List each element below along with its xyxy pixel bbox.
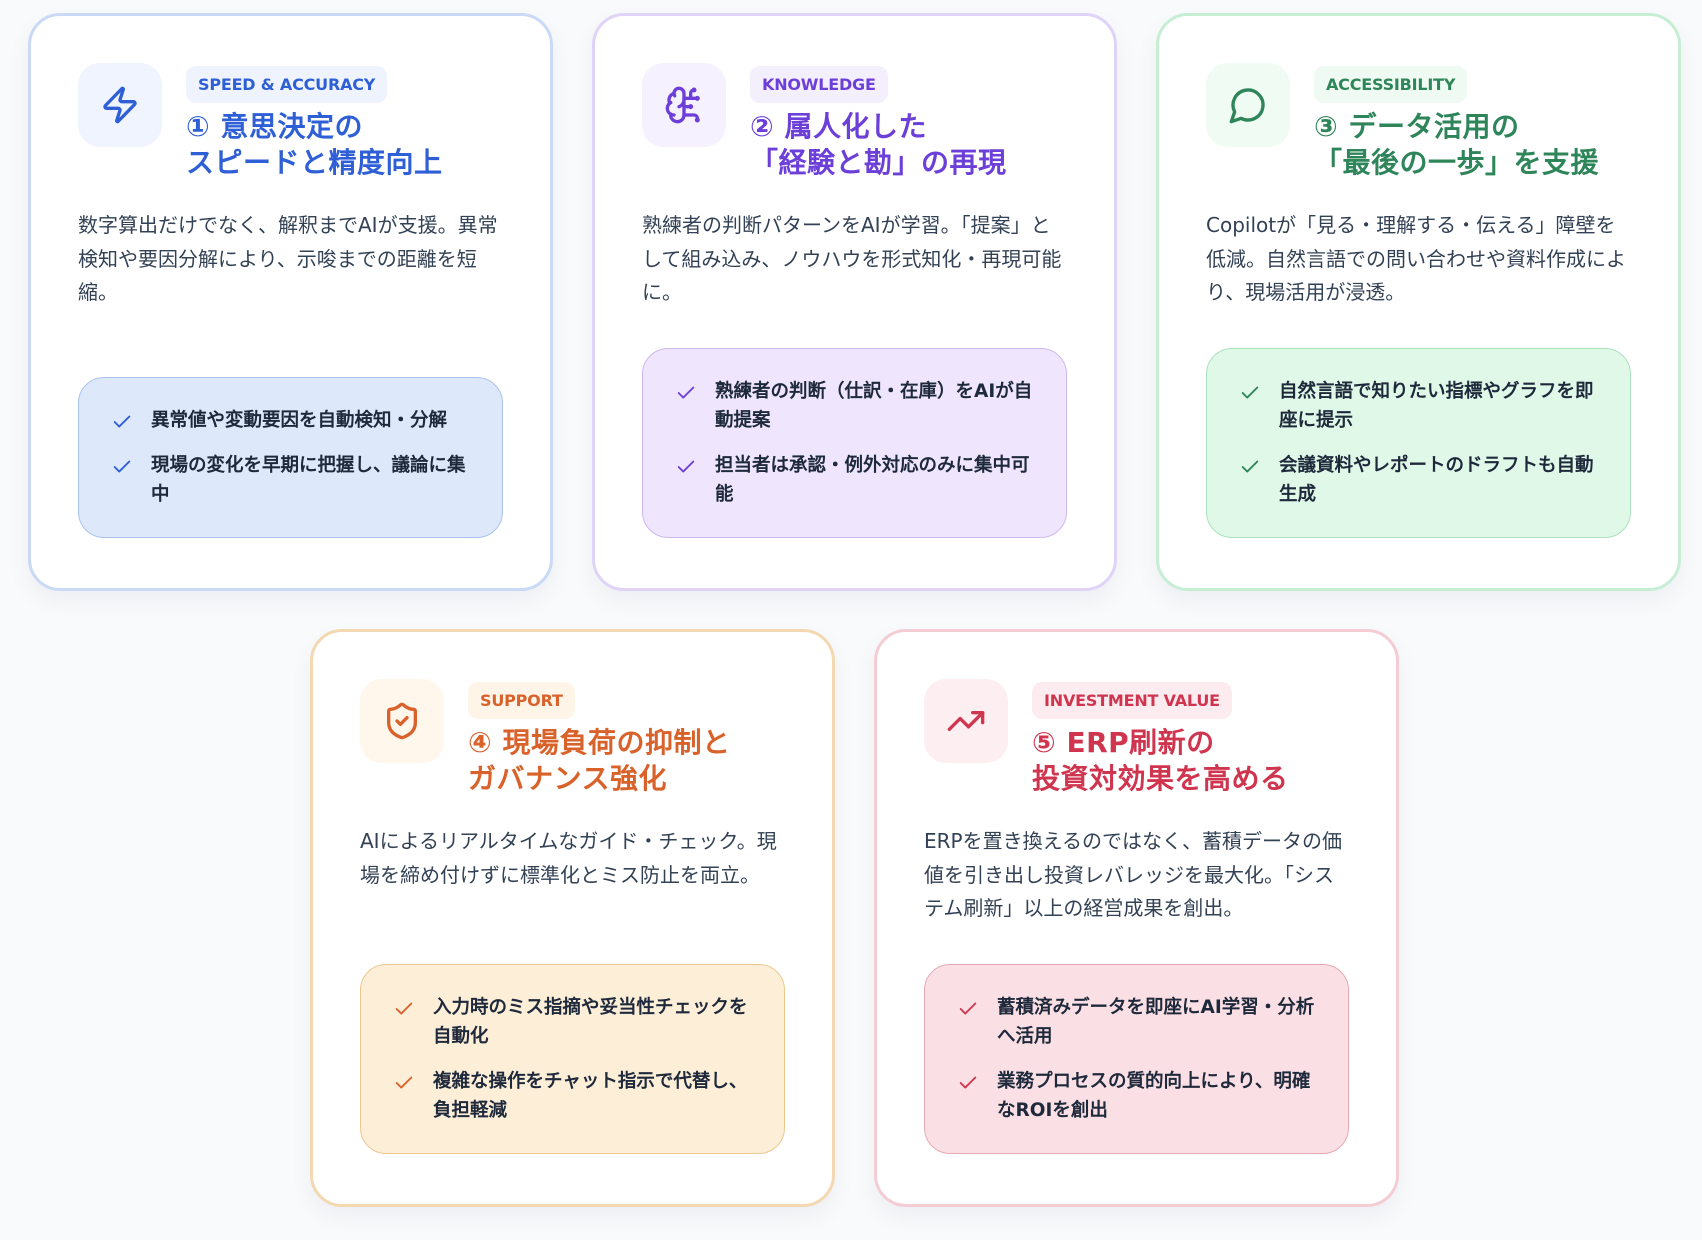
- card-description: 数字算出だけでなく、解釈までAIが支援。異常検知や要因分解により、示唆までの距離…: [78, 213, 498, 304]
- lightning-bolt-icon: [103, 86, 137, 124]
- check-icon: [1241, 460, 1259, 473]
- check-icon: [959, 1002, 977, 1015]
- benefits-panel: 蓄積済みデータを即座にAI学習・分析へ活用 業務プロセスの質的向上により、明確な…: [924, 964, 1349, 1154]
- check-icon: [395, 1076, 413, 1089]
- list-item-text: 複雑な操作をチャット指示で代替し、負担軽減: [433, 1071, 748, 1121]
- category-tag: INVESTMENT VALUE: [1032, 682, 1232, 719]
- list-item-text: 会議資料やレポートのドラフトも自動生成: [1279, 455, 1594, 505]
- card-title: ① 意思決定の スピードと精度向上: [186, 110, 443, 179]
- list-item: 異常値や変動要因を自動検知・分解: [111, 406, 472, 435]
- benefits-panel: 自然言語で知りたい指標やグラフを即座に提示 会議資料やレポートのドラフトも自動生…: [1206, 348, 1631, 538]
- list-item: 蓄積済みデータを即座にAI学習・分析へ活用: [957, 993, 1318, 1051]
- benefits-panel: 熟練者の判断（仕訳・在庫）をAIが自動提案 担当者は承認・例外対応のみに集中可能: [642, 348, 1067, 538]
- benefits-panel: 入力時のミス指摘や妥当性チェックを自動化 複雑な操作をチャット指示で代替し、負担…: [360, 964, 785, 1154]
- card-speed-accuracy: SPEED & ACCURACY ① 意思決定の スピードと精度向上 数字算出だ…: [28, 13, 553, 591]
- list-item: 会議資料やレポートのドラフトも自動生成: [1239, 451, 1600, 509]
- list-item: 業務プロセスの質的向上により、明確なROIを創出: [957, 1067, 1318, 1125]
- check-icon: [1241, 386, 1259, 399]
- card-description: Copilotが「見る・理解する・伝える」障壁を低減。自然言語での問い合わせや資…: [1206, 213, 1626, 304]
- category-tag: ACCESSIBILITY: [1314, 66, 1468, 103]
- category-tag: SUPPORT: [468, 682, 575, 719]
- card-header: KNOWLEDGE ② 属人化した 「経験と勘」の再現: [642, 63, 1067, 181]
- benefits-panel: 異常値や変動要因を自動検知・分解 現場の変化を早期に把握し、議論に集中: [78, 377, 503, 538]
- check-icon: [113, 415, 131, 428]
- category-tag: KNOWLEDGE: [750, 66, 888, 103]
- card-support: SUPPORT ④ 現場負荷の抑制と ガバナンス強化 AIによるリアルタイムなガ…: [310, 629, 835, 1207]
- icon-box: [78, 63, 162, 147]
- card-description: ERPを置き換えるのではなく、蓄積データの価値を引き出し投資レバレッジを最大化。…: [924, 829, 1342, 920]
- check-icon: [395, 1002, 413, 1015]
- list-item-text: 現場の変化を早期に把握し、議論に集中: [151, 455, 466, 505]
- check-icon: [959, 1076, 977, 1089]
- list-item-text: 蓄積済みデータを即座にAI学習・分析へ活用: [997, 997, 1315, 1047]
- card-title: ② 属人化した 「経験と勘」の再現: [750, 110, 1007, 179]
- list-item-text: 自然言語で知りたい指標やグラフを即座に提示: [1279, 381, 1594, 431]
- card-accessibility: ACCESSIBILITY ③ データ活用の 「最後の一歩」を支援 Copilo…: [1156, 13, 1681, 591]
- card-title: ③ データ活用の 「最後の一歩」を支援: [1314, 110, 1600, 179]
- list-item-text: 異常値や変動要因を自動検知・分解: [151, 410, 448, 431]
- card-header: ACCESSIBILITY ③ データ活用の 「最後の一歩」を支援: [1206, 63, 1631, 181]
- card-title: ④ 現場負荷の抑制と ガバナンス強化: [468, 726, 731, 795]
- chat-bubble-icon: [1229, 88, 1265, 124]
- list-item-text: 担当者は承認・例外対応のみに集中可能: [715, 455, 1030, 505]
- icon-box: [924, 679, 1008, 763]
- list-item-text: 業務プロセスの質的向上により、明確なROIを創出: [997, 1071, 1311, 1121]
- shield-check-icon: [387, 702, 417, 740]
- check-icon: [677, 460, 695, 473]
- icon-box: [642, 63, 726, 147]
- list-item-text: 熟練者の判断（仕訳・在庫）をAIが自動提案: [715, 381, 1033, 431]
- card-investment-value: INVESTMENT VALUE ⑤ ERP刷新の 投資対効果を高める ERPを…: [874, 629, 1399, 1207]
- trending-up-icon: [947, 711, 985, 731]
- card-header: INVESTMENT VALUE ⑤ ERP刷新の 投資対効果を高める: [924, 679, 1349, 797]
- list-item-text: 入力時のミス指摘や妥当性チェックを自動化: [433, 997, 748, 1047]
- card-header: SUPPORT ④ 現場負荷の抑制と ガバナンス強化: [360, 679, 785, 797]
- icon-box: [360, 679, 444, 763]
- list-item: 熟練者の判断（仕訳・在庫）をAIが自動提案: [675, 377, 1036, 435]
- card-description: 熟練者の判断パターンをAIが学習。「提案」として組み込み、ノウハウを形式知化・再…: [642, 213, 1062, 304]
- list-item: 自然言語で知りたい指標やグラフを即座に提示: [1239, 377, 1600, 435]
- icon-box: [1206, 63, 1290, 147]
- list-item: 担当者は承認・例外対応のみに集中可能: [675, 451, 1036, 509]
- brain-circuit-icon: [665, 86, 700, 124]
- check-icon: [113, 460, 131, 473]
- card-title: ⑤ ERP刷新の 投資対効果を高める: [1032, 726, 1289, 795]
- list-item: 入力時のミス指摘や妥当性チェックを自動化: [393, 993, 754, 1051]
- card-description: AIによるリアルタイムなガイド・チェック。現場を締め付けずに標準化とミス防止を両…: [360, 829, 777, 887]
- list-item: 現場の変化を早期に把握し、議論に集中: [111, 451, 472, 509]
- card-header: SPEED & ACCURACY ① 意思決定の スピードと精度向上: [78, 63, 503, 181]
- list-item: 複雑な操作をチャット指示で代替し、負担軽減: [393, 1067, 754, 1125]
- category-tag: SPEED & ACCURACY: [186, 66, 388, 103]
- card-knowledge: KNOWLEDGE ② 属人化した 「経験と勘」の再現 熟練者の判断パターンをA…: [592, 13, 1117, 591]
- check-icon: [677, 386, 695, 399]
